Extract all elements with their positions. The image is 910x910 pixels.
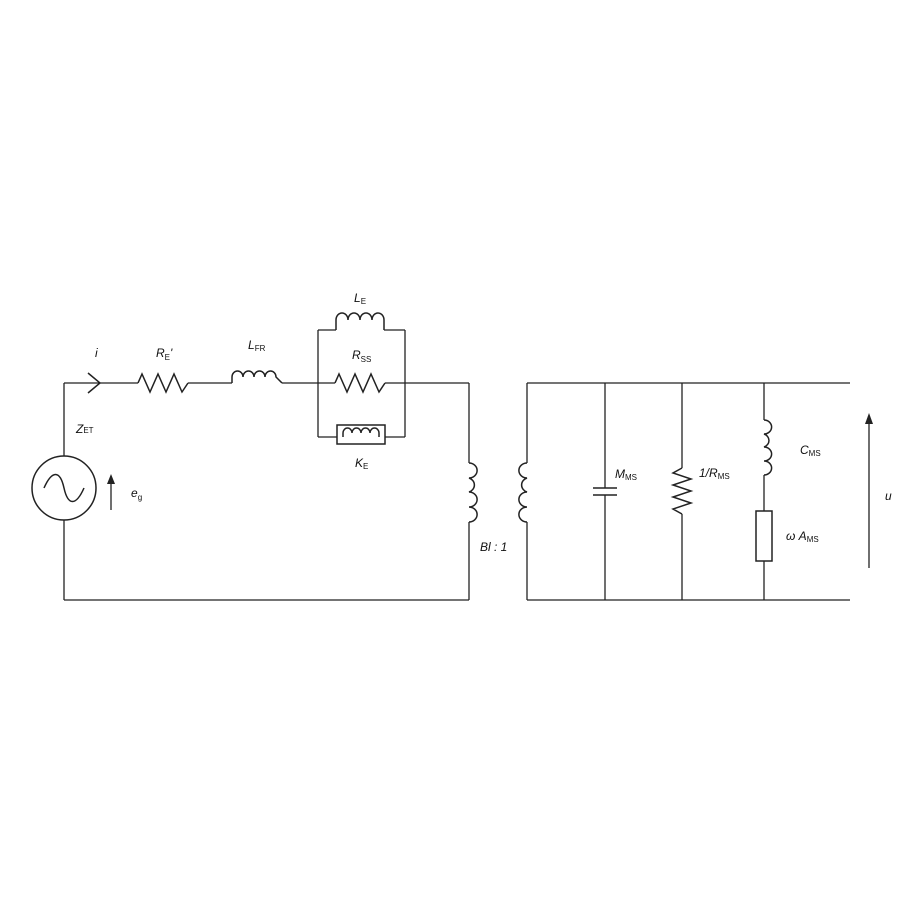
label-source-voltage: eg bbox=[131, 486, 142, 502]
label-cms: CMS bbox=[800, 443, 821, 458]
resistor-inv-rms-icon bbox=[670, 467, 694, 515]
label-rss: RSS bbox=[352, 348, 371, 364]
impedance-box-ams-icon bbox=[755, 510, 773, 562]
output-voltage-arrow-icon bbox=[865, 413, 873, 568]
inductor-cms-icon bbox=[763, 419, 773, 476]
label-current: i bbox=[95, 346, 98, 360]
label-le: LE bbox=[354, 291, 366, 306]
inductor-lfr-icon bbox=[231, 370, 283, 384]
inductor-ke-icon bbox=[336, 424, 386, 445]
label-source-impedance: ZET bbox=[75, 422, 94, 436]
capacitor-mms-icon bbox=[593, 487, 617, 496]
inductor-le-icon bbox=[335, 312, 385, 330]
label-ke: KE bbox=[355, 456, 368, 471]
source-voltage-arrow-icon bbox=[107, 474, 115, 510]
label-output-voltage: u bbox=[885, 489, 892, 503]
label-omega-ams: ω AMS bbox=[786, 529, 819, 544]
label-mms: MMS bbox=[615, 467, 637, 482]
label-lfr: LFR bbox=[248, 338, 266, 353]
label-inv-rms: 1/RMS bbox=[699, 466, 730, 481]
resistor-re-icon bbox=[137, 372, 189, 394]
parallel-block-wires bbox=[317, 329, 406, 438]
transformer-icon bbox=[468, 462, 528, 523]
current-arrow-icon bbox=[87, 372, 102, 394]
left-loop-wires bbox=[63, 382, 470, 601]
label-transformer-ratio: Bl : 1 bbox=[480, 540, 507, 554]
resistor-rss-icon bbox=[334, 372, 386, 394]
ac-source bbox=[31, 455, 97, 521]
right-loop-wires bbox=[526, 382, 850, 601]
label-re: RE' bbox=[156, 346, 173, 362]
